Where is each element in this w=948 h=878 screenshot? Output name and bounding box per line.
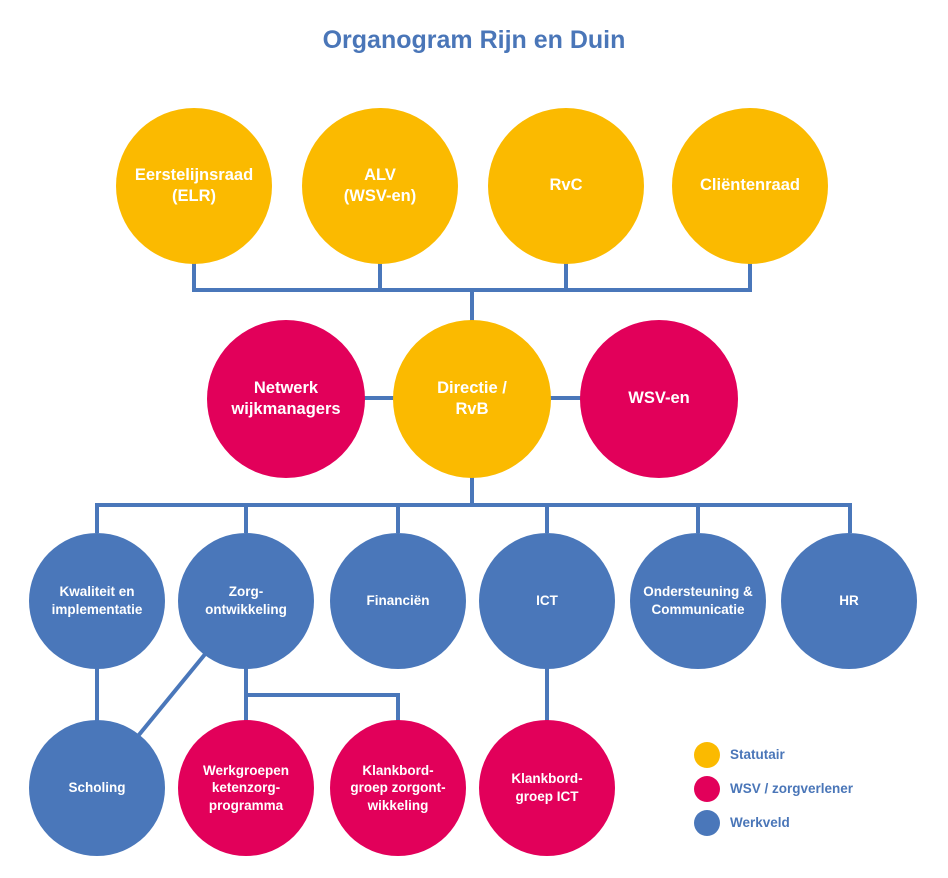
node-directie-rvb: Directie / RvB <box>393 320 551 478</box>
legend-statutair-label: Statutair <box>730 747 785 762</box>
node-zorgontwikkeling: Zorg- ontwikkeling <box>178 533 314 669</box>
node-ict: ICT <box>479 533 615 669</box>
legend-statutair-dot <box>694 742 720 768</box>
node-clientenraad: Cliëntenraad <box>672 108 828 264</box>
node-hr: HR <box>781 533 917 669</box>
legend-wsv-label: WSV / zorgverlener <box>730 781 854 796</box>
node-netwerk-wijkmanagers: Netwerk wijkmanagers <box>207 320 365 478</box>
node-wsv-en: WSV-en <box>580 320 738 478</box>
node-ondersteuning-communicatie: Ondersteuning & Communicatie <box>630 533 766 669</box>
node-klankbordgroep-zorgontwikkeling: Klankbord- groep zorgont- wikkeling <box>330 720 466 856</box>
node-klankbordgroep-ict: Klankbord- groep ICT <box>479 720 615 856</box>
legend-werkveld-label: Werkveld <box>730 815 790 830</box>
node-rvc: RvC <box>488 108 644 264</box>
node-werkgroepen-ketenzorgprogramma: Werkgroepen ketenzorg- programma <box>178 720 314 856</box>
connector-zorg-klankbord <box>246 693 400 722</box>
node-scholing: Scholing <box>29 720 165 856</box>
node-eerstelijnsraad: Eerstelijnsraad (ELR) <box>116 108 272 264</box>
page-title: Organogram Rijn en Duin <box>322 26 626 54</box>
node-alv: ALV (WSV-en) <box>302 108 458 264</box>
legend-wsv-dot <box>694 776 720 802</box>
connector-zorg-scholing <box>136 651 208 738</box>
legend-werkveld-dot <box>694 810 720 836</box>
node-kwaliteit-implementatie: Kwaliteit en implementatie <box>29 533 165 669</box>
node-financien: Financiën <box>330 533 466 669</box>
